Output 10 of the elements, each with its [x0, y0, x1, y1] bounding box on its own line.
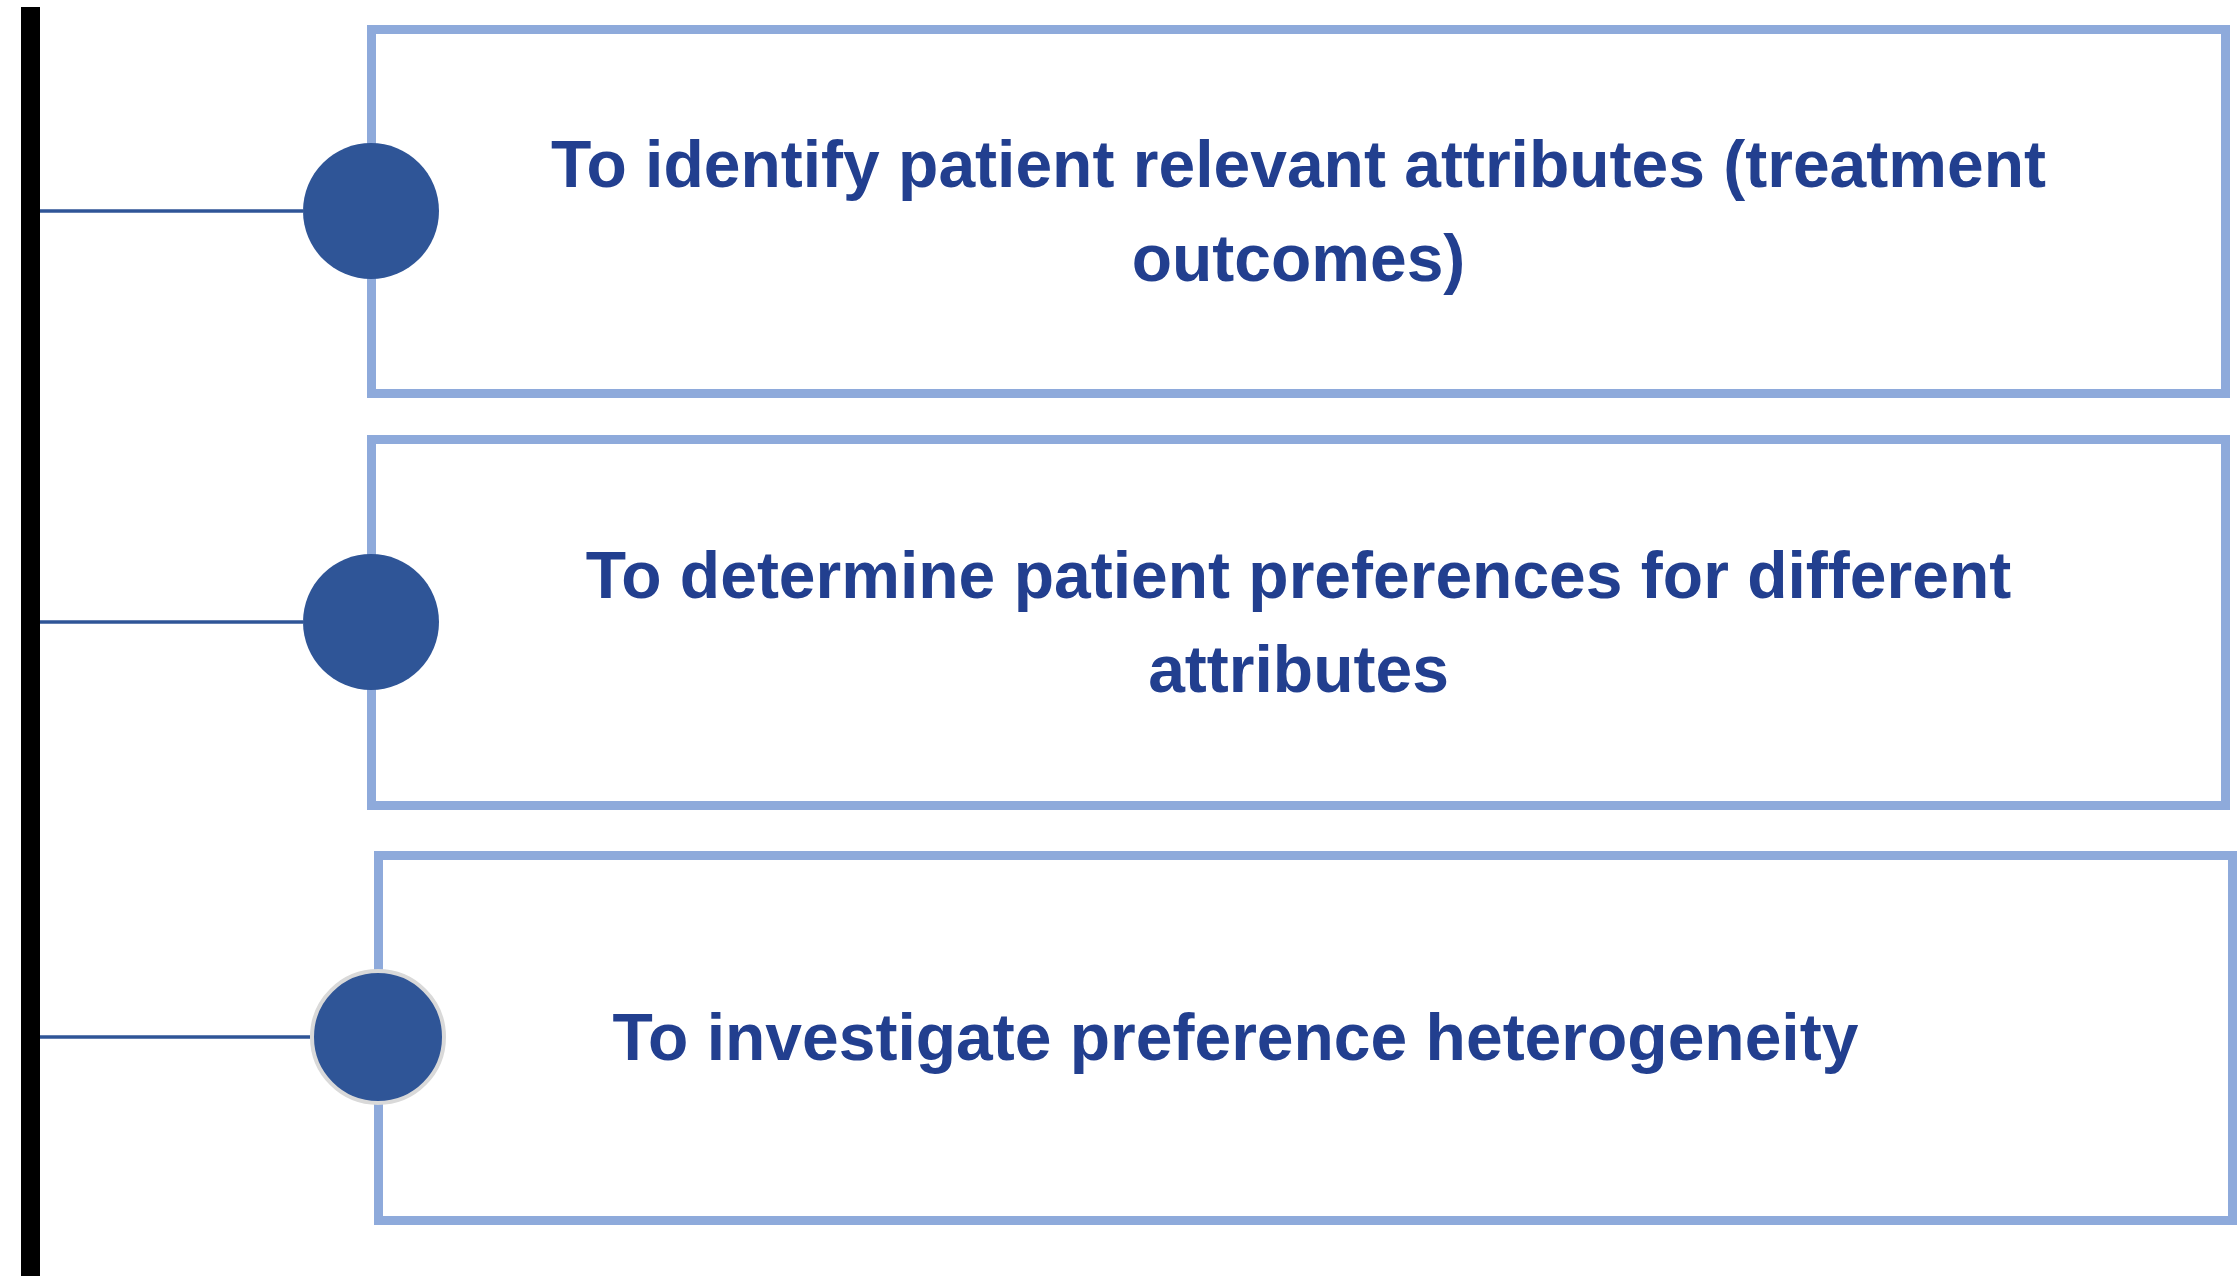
connector-line	[40, 209, 303, 213]
connector-line	[40, 620, 303, 624]
objective-box	[374, 851, 2237, 1225]
connector-line	[40, 1035, 310, 1039]
objective-box	[367, 25, 2230, 398]
objective-text: To identify patient relevant attributes (treatment outcomes)	[550, 125, 2047, 297]
objective-box	[367, 435, 2230, 810]
objective-text: To investigate preference heterogeneity	[612, 999, 1859, 1077]
timeline-bar	[21, 7, 40, 1276]
objective-text: To determine patient preferences for different attributes	[584, 536, 2013, 708]
